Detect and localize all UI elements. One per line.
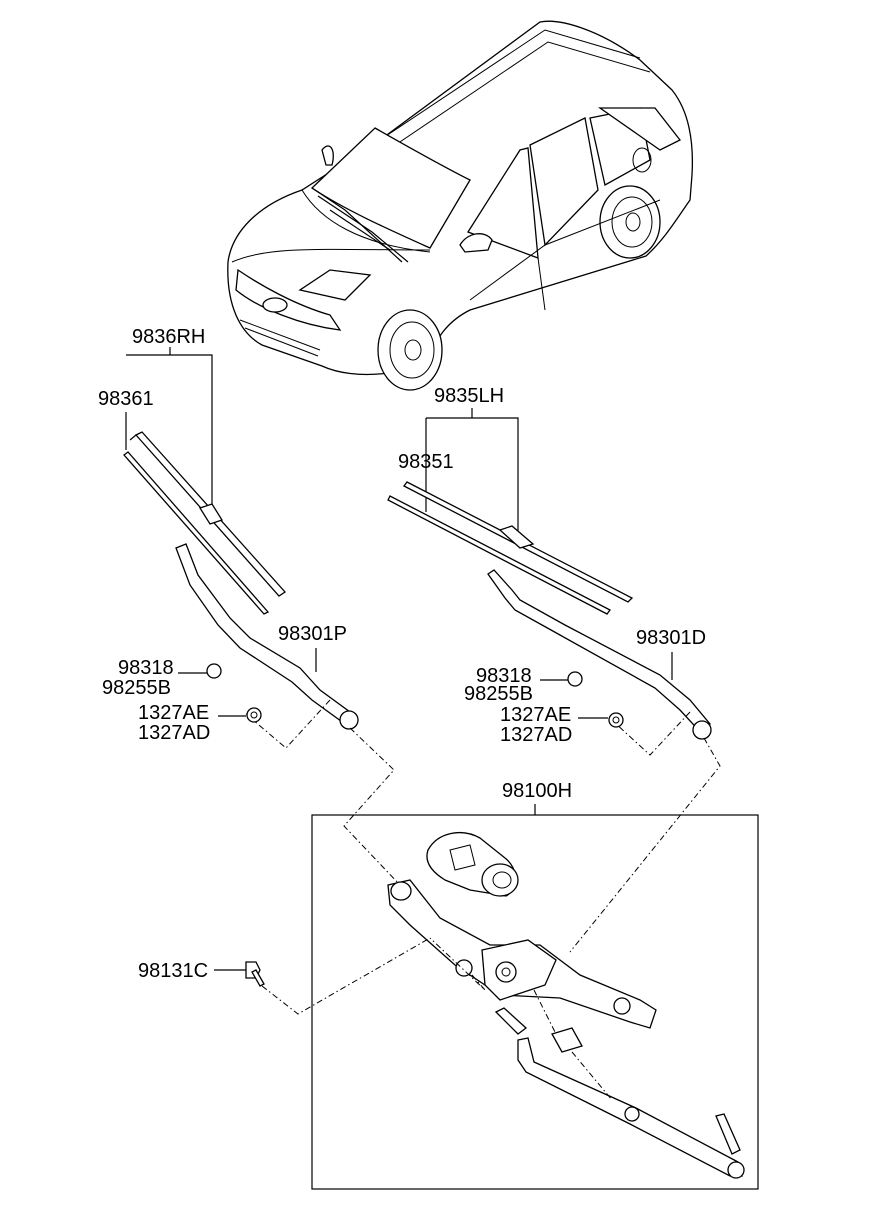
rh-blade-assy-label: 9836RH (132, 326, 205, 348)
rh-nut2-label: 1327AD (138, 722, 210, 744)
rh-arm-pivot-link (343, 727, 401, 886)
rh-refill-label: 98361 (98, 388, 154, 410)
lh-cap2-label: 98255B (464, 683, 533, 705)
wiper-linkage-assembly: 98100H (311, 780, 759, 1190)
bolt-label: 98131C (138, 960, 208, 982)
lh-arm-pivot-link (569, 737, 721, 953)
lh-cap-label: 98318 (476, 665, 532, 687)
lh-blade-assy-label: 9835LH (434, 385, 504, 407)
lh-nut2-label: 1327AD (500, 724, 572, 746)
rh-arm-label: 98301P (278, 623, 347, 645)
lh-arm-label: 98301D (636, 627, 706, 649)
vehicle-illustration (227, 20, 694, 391)
bolt-part: 98131C (138, 937, 431, 1015)
lh-nut1-label: 1327AE (500, 704, 571, 726)
lh-wiper-blade-assembly: 9835LH 98351 (387, 385, 634, 615)
rh-wiper-arm: 98301P (175, 543, 359, 749)
rh-nut1-label: 1327AE (138, 702, 209, 724)
rh-wiper-blade-assembly: 9836RH 98361 (98, 326, 286, 615)
lh-cap-and-nut: 98318 98255B 1327AE 1327AD (464, 665, 624, 746)
linkage-label: 98100H (502, 780, 572, 802)
rh-cap-and-nut: 98318 98255B 1327AE 1327AD (102, 657, 262, 744)
rh-cap2-label: 98255B (102, 677, 171, 699)
lh-wiper-arm: 98301D (487, 569, 712, 756)
rh-cap-label: 98318 (118, 657, 174, 679)
